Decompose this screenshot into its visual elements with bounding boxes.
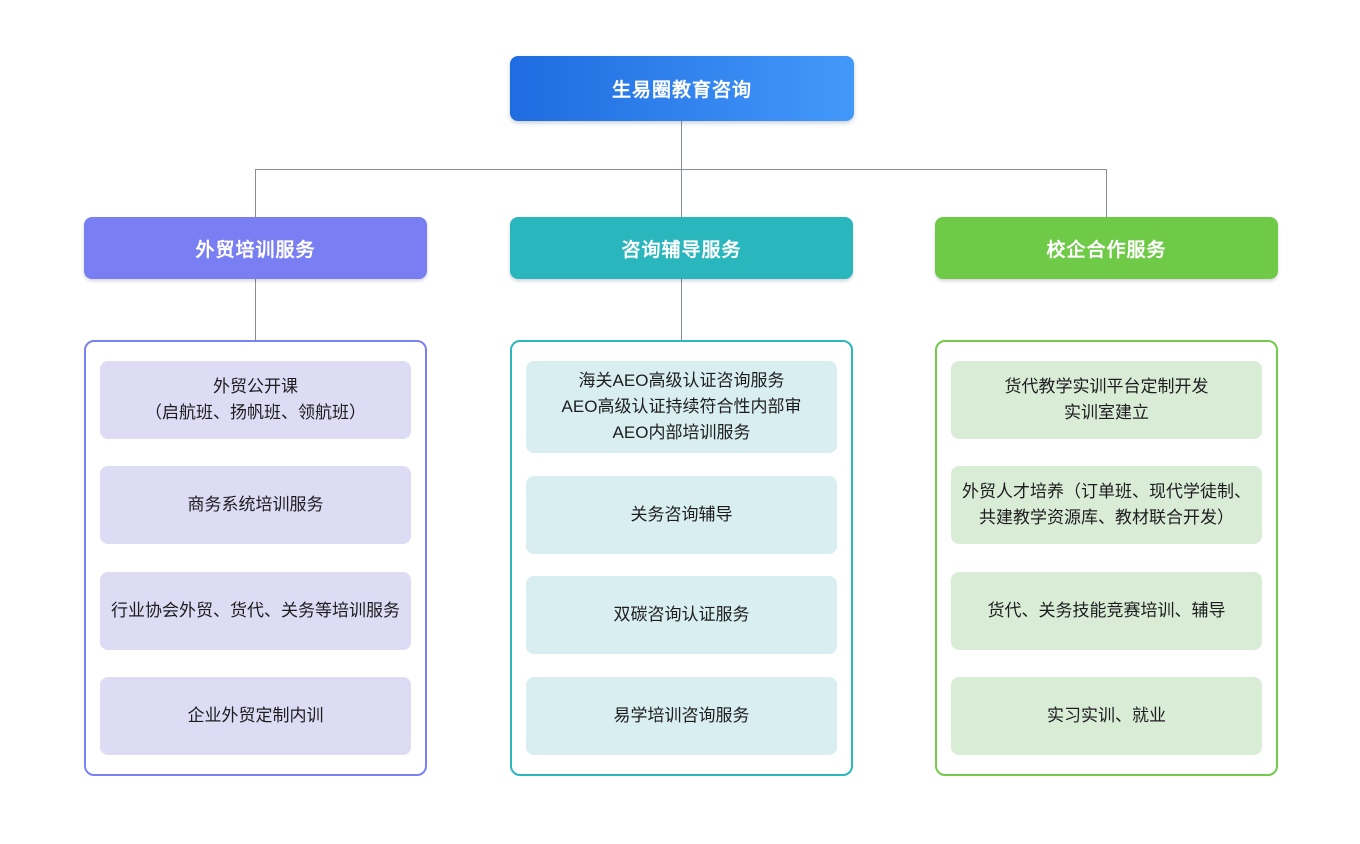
connector-branch-2-drop [681, 170, 682, 217]
connector-branch-2-stub [681, 279, 682, 340]
branch-3-container: 货代教学实训平台定制开发 实训室建立 外贸人才培养（订单班、现代学徒制、共建教学… [935, 340, 1278, 776]
branch-3-item-4: 实习实训、就业 [951, 676, 1262, 755]
branch-1-item-1: 外贸公开课 （启航班、扬帆班、领航班） [100, 361, 411, 439]
branch-1-item-2: 商务系统培训服务 [100, 466, 411, 545]
root-node: 生易圈教育咨询 [510, 56, 854, 121]
branch-1-header: 外贸培训服务 [84, 217, 427, 279]
connector-root-drop [681, 121, 682, 169]
connector-branch-1-stub [255, 279, 256, 340]
branch-3-header-label: 校企合作服务 [1046, 239, 1167, 261]
connector-horizontal-rail [255, 169, 1107, 170]
branch-2-header: 咨询辅导服务 [510, 217, 853, 279]
connector-branch-3-drop [1106, 170, 1107, 217]
branch-2-item-4: 易学培训咨询服务 [526, 676, 837, 755]
branch-2-header-label: 咨询辅导服务 [621, 239, 742, 261]
branch-2-item-1: 海关AEO高级认证咨询服务 AEO高级认证持续符合性内部审 AEO内部培训服务 [526, 361, 837, 453]
branch-1-header-label: 外贸培训服务 [195, 239, 316, 261]
branch-3-item-1: 货代教学实训平台定制开发 实训室建立 [951, 361, 1262, 439]
branch-2-item-2: 关务咨询辅导 [526, 475, 837, 554]
branch-2-container: 海关AEO高级认证咨询服务 AEO高级认证持续符合性内部审 AEO内部培训服务 … [510, 340, 853, 776]
branch-1-item-4: 企业外贸定制内训 [100, 676, 411, 755]
branch-3-item-2: 外贸人才培养（订单班、现代学徒制、共建教学资源库、教材联合开发） [951, 466, 1262, 545]
branch-1-item-3: 行业协会外贸、货代、关务等培训服务 [100, 571, 411, 650]
branch-3-header: 校企合作服务 [935, 217, 1278, 279]
connector-branch-1-drop [255, 170, 256, 217]
branch-3-item-3: 货代、关务技能竞赛培训、辅导 [951, 571, 1262, 650]
branch-2-item-3: 双碳咨询认证服务 [526, 576, 837, 655]
branch-1-container: 外贸公开课 （启航班、扬帆班、领航班） 商务系统培训服务 行业协会外贸、货代、关… [84, 340, 427, 776]
root-node-label: 生易圈教育咨询 [611, 80, 752, 101]
